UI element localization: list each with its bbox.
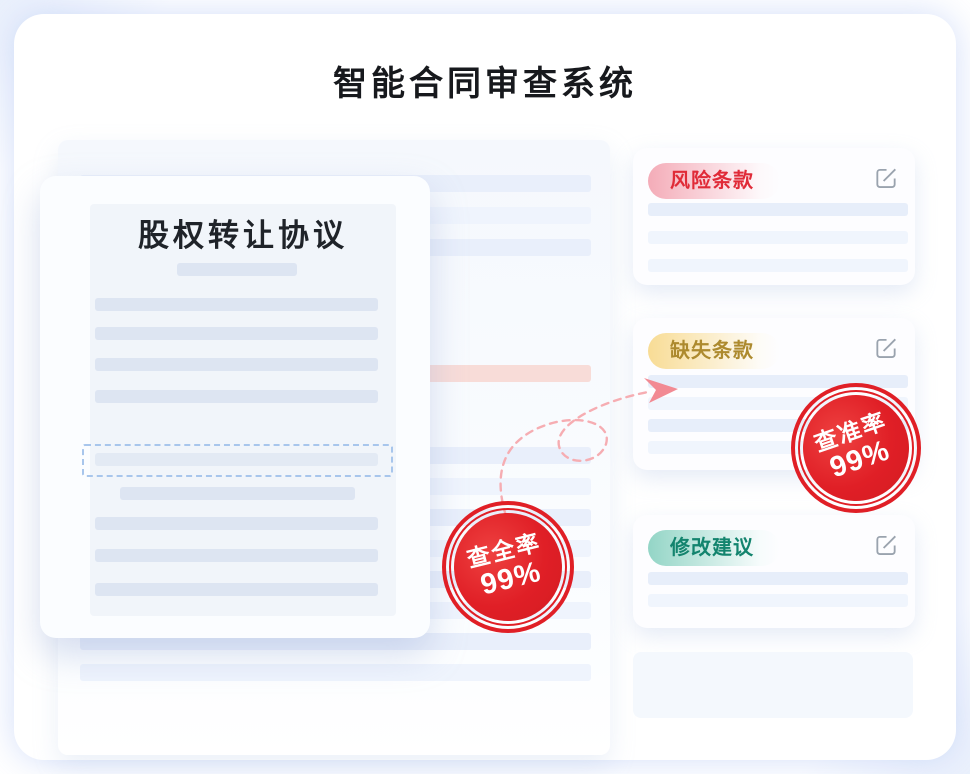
- edit-icon[interactable]: [873, 165, 899, 191]
- text-line: [95, 583, 378, 596]
- text-line: [95, 453, 378, 466]
- category-pill: 风险条款: [648, 163, 780, 199]
- contract-card: 股权转让协议: [40, 176, 430, 638]
- text-line: [95, 358, 378, 371]
- text-line: [177, 263, 297, 276]
- result-line: [648, 259, 908, 272]
- text-line: [95, 549, 378, 562]
- category-pill: 修改建议: [648, 530, 780, 566]
- document-row: [80, 664, 591, 681]
- extra-panel: [633, 652, 913, 718]
- category-pill: 缺失条款: [648, 333, 780, 369]
- result-line: [648, 572, 908, 585]
- selected-clause-box[interactable]: [82, 444, 393, 477]
- card-risk-clauses: 风险条款: [633, 148, 915, 285]
- text-line: [120, 487, 355, 500]
- contract-title: 股权转让协议: [138, 218, 348, 253]
- result-line: [648, 203, 908, 216]
- result-line: [648, 594, 908, 607]
- text-line: [95, 517, 378, 530]
- text-line: [95, 327, 378, 340]
- text-line: [95, 298, 378, 311]
- card-suggestions: 修改建议: [633, 515, 915, 628]
- edit-icon[interactable]: [873, 532, 899, 558]
- result-line: [648, 231, 908, 244]
- text-line: [95, 390, 378, 403]
- recall-stamp: 查全率 99%: [442, 501, 574, 633]
- page-title: 智能合同审查系统: [333, 65, 637, 103]
- precision-stamp: 查准率 99%: [788, 380, 924, 516]
- edit-icon[interactable]: [873, 335, 899, 361]
